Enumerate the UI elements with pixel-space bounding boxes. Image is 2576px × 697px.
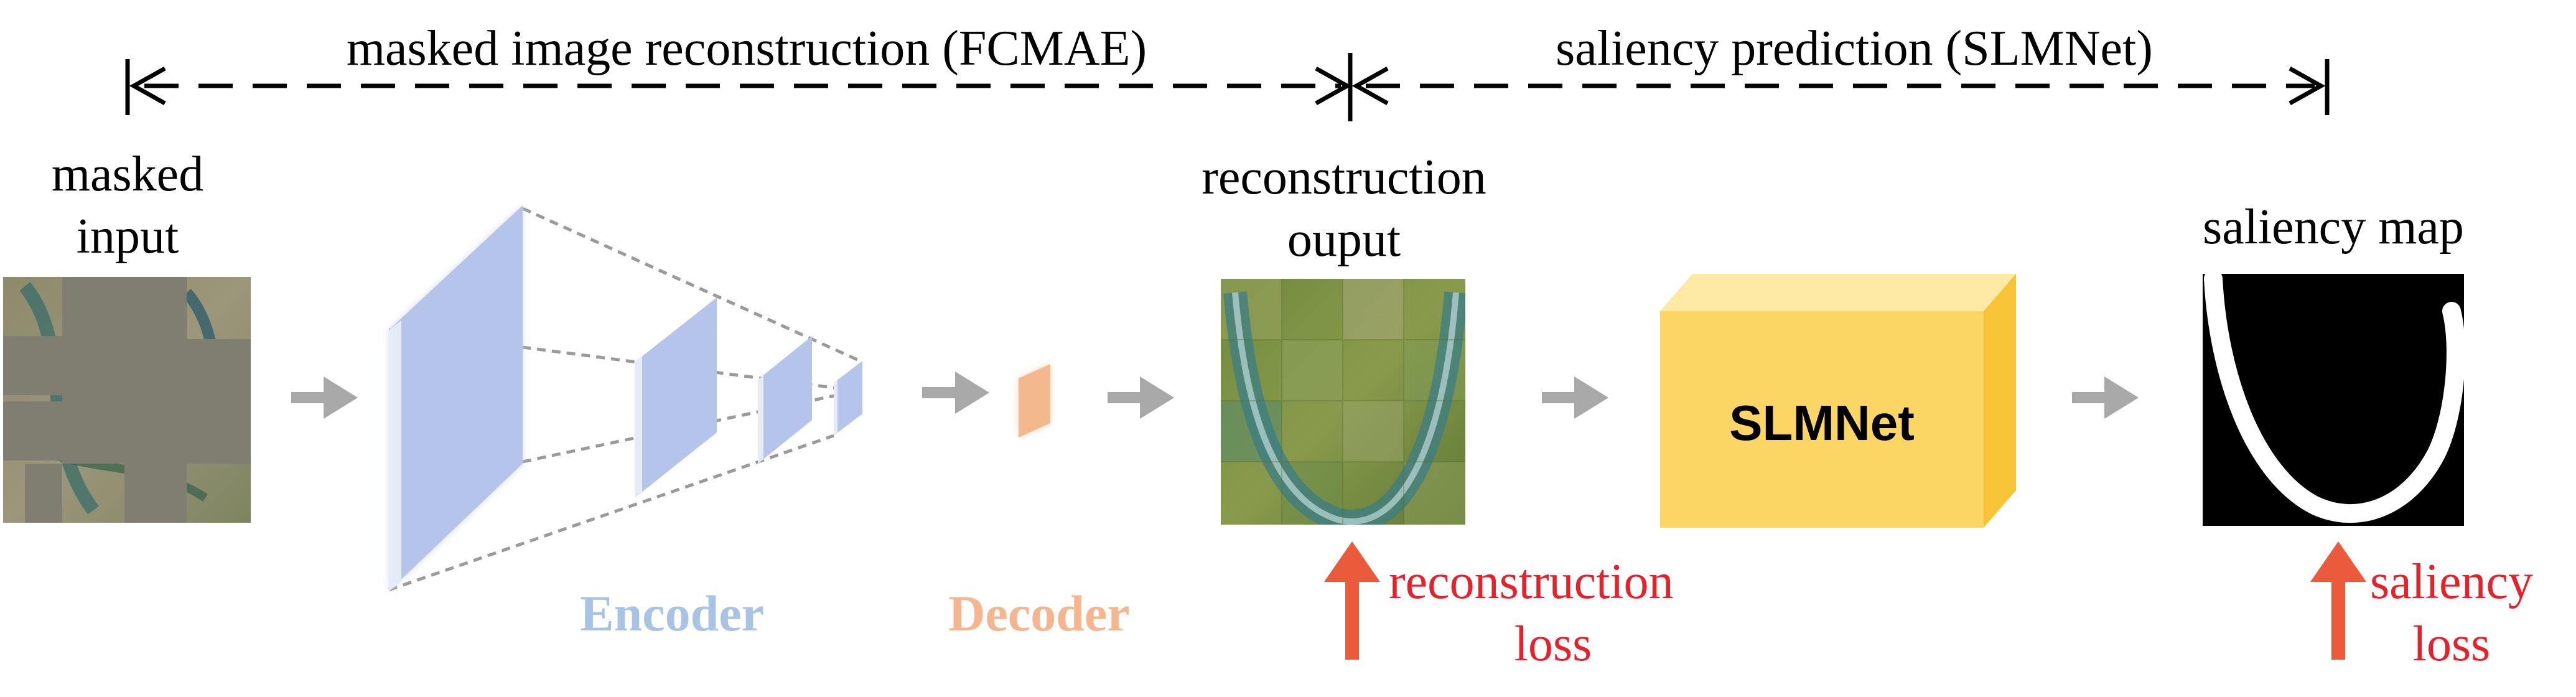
slmnet-range-label: saliency prediction (SLMNet): [1556, 21, 2153, 76]
saliency-loss-label-line2: loss: [2412, 617, 2491, 671]
reconstruction-loss-label-line1: reconstruction: [1389, 554, 1674, 609]
flow-arrow-4: [1542, 377, 1608, 419]
slmnet-label: SLMNet: [1729, 395, 1915, 451]
reconstruction-loss-label-line2: loss: [1514, 617, 1592, 671]
decoder-block: [1019, 364, 1050, 437]
saliency-map-label: saliency map: [2203, 200, 2464, 255]
reconstruction-output-label-line2: ouput: [1287, 212, 1401, 267]
saliency-map-image: [2203, 269, 2465, 526]
flow-arrow-3: [1108, 377, 1174, 419]
decoder-label: Decoder: [948, 585, 1130, 642]
reconstruction-loss-arrow: [1324, 541, 1380, 660]
encoder-block: [388, 205, 862, 592]
masked-input-label-line1: masked: [51, 147, 204, 202]
flow-arrow-5: [2072, 377, 2139, 419]
reconstruction-output-label-line1: reconstruction: [1202, 150, 1486, 205]
slmnet-range-arrow: [1348, 53, 2330, 121]
slmnet-box: [1660, 274, 2016, 528]
encoder-label: Encoder: [579, 585, 765, 642]
flow-arrow-2: [922, 372, 989, 414]
masked-input-image: [3, 277, 251, 523]
saliency-loss-arrow: [2310, 541, 2366, 660]
saliency-loss-label-line1: saliency: [2369, 554, 2534, 609]
flow-arrow-1: [291, 377, 358, 419]
fcmae-range-arrow: [125, 59, 1352, 115]
reconstruction-output-image: [1221, 279, 1465, 525]
fcmae-range-label: masked image reconstruction (FCMAE): [346, 21, 1147, 76]
masked-input-label-line2: input: [76, 209, 179, 264]
